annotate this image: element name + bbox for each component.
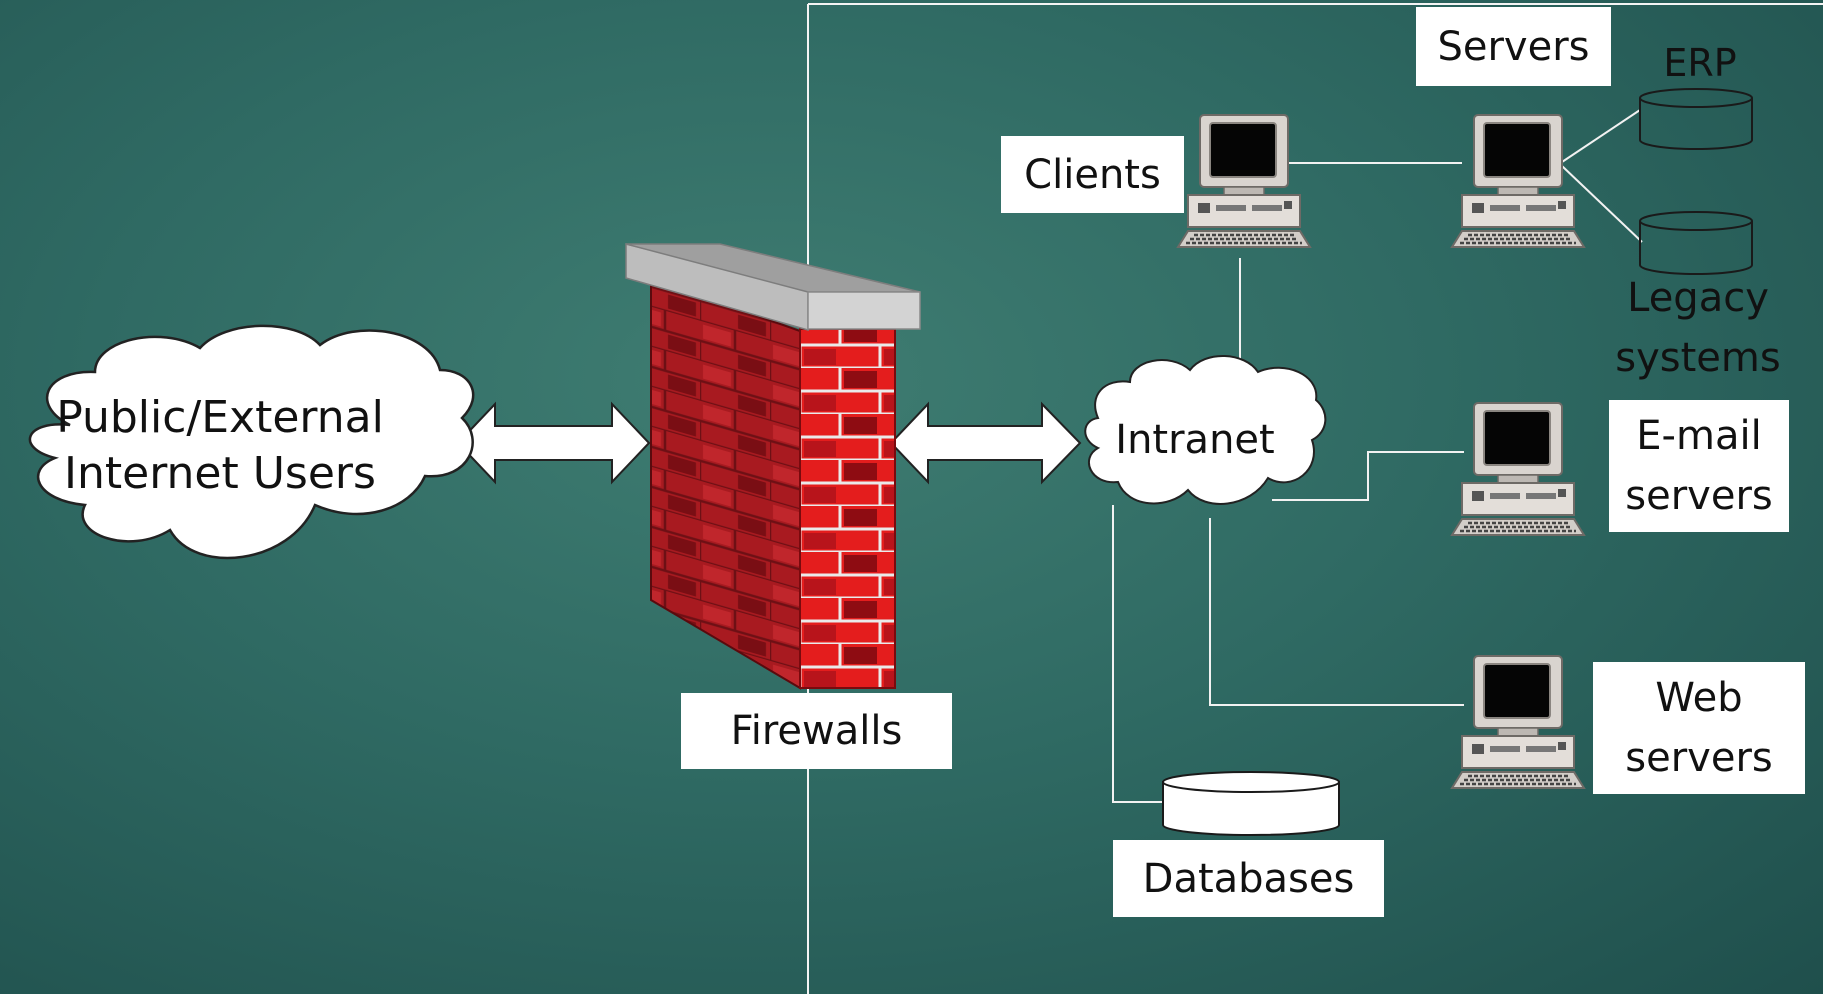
database-icon [1639, 88, 1753, 150]
servers-label: Servers [1416, 7, 1611, 86]
double-arrow-icon [889, 401, 1082, 485]
database-icon [1162, 771, 1340, 836]
intranet-label: Intranet [1115, 417, 1275, 463]
computer-icon [1176, 113, 1312, 249]
cloud-icon [1084, 355, 1327, 505]
clients-label: Clients [1001, 136, 1184, 213]
firewalls-label: Firewalls [681, 693, 952, 769]
erp-label: ERP [1663, 41, 1737, 85]
computer-icon [1450, 113, 1586, 249]
network-connections [1112, 109, 1643, 803]
web-servers-label: Web servers [1593, 662, 1805, 794]
computer-icon [1450, 654, 1586, 790]
databases-label: Databases [1113, 840, 1384, 917]
computer-icon [1450, 401, 1586, 537]
database-icon [1639, 211, 1753, 275]
public-users-label: Public/External Internet Users [56, 392, 384, 499]
double-arrow-icon [456, 401, 651, 485]
legacy-systems-label: Legacy systems [1615, 275, 1781, 381]
firewall-icon [625, 243, 921, 690]
email-servers-label: E-mail servers [1609, 400, 1789, 532]
cloud-icon [28, 324, 475, 560]
